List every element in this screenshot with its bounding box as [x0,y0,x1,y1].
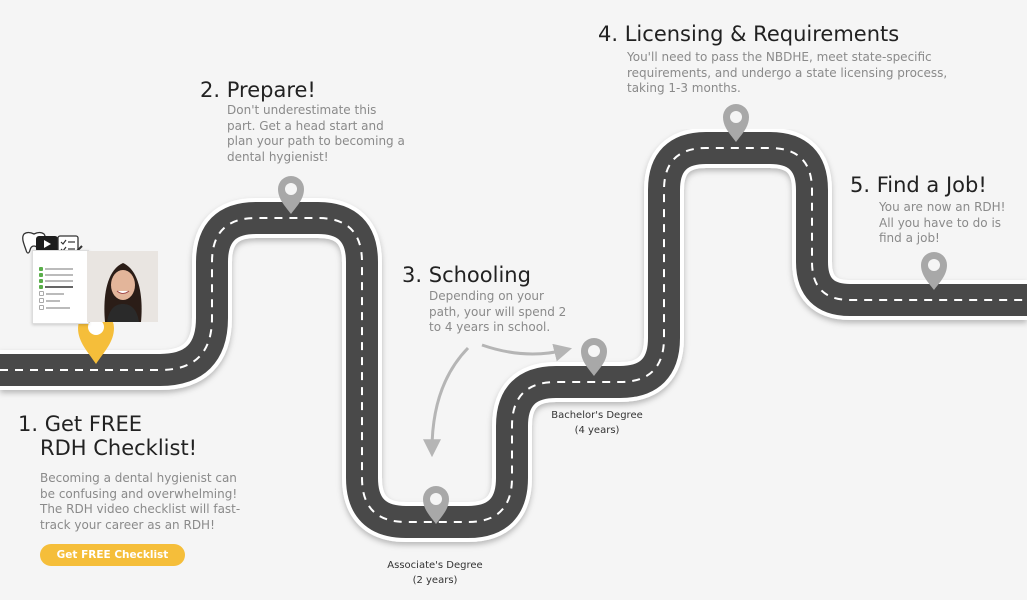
curved-arrow-icon [481,343,572,362]
step-1-title-line2: RDH Checklist! [40,436,197,460]
curved-arrow-icon [423,346,470,458]
step-title-line: Get FREE [44,412,143,436]
step-4-description: You'll need to pass the NBDHE, meet stat… [627,50,948,95]
location-pin-icon [423,486,449,524]
location-pin-icon [581,338,607,376]
degree-name: Bachelor's Degree [551,410,643,421]
step-3-title: 3. Schooling [402,263,531,287]
step-number: 3. [402,263,423,287]
step-4-title: 4. Licensing & Requirements [598,22,899,46]
location-pin-icon [723,104,749,142]
degree-name: Associate's Degree [387,560,483,571]
location-pin-icon [921,252,947,290]
step-number: 2. [200,78,221,102]
bachelors-degree-label: Bachelor's Degree (4 years) [532,408,662,438]
checklist-preview-card [32,250,89,324]
step-3-description: Depending on your path, your will spend … [429,289,567,334]
road-path [0,128,1027,542]
location-pin-icon [278,176,304,214]
step-title-text: Schooling [428,263,531,287]
degree-duration: (2 years) [412,575,458,586]
get-free-checklist-button[interactable]: Get FREE Checklist [40,544,185,566]
step-number: 4. [598,22,619,46]
step-2-title: 2. Prepare! [200,78,316,102]
step-1-title: 1. Get FREE [18,412,142,436]
step-2-description: Don't underestimate this part. Get a hea… [227,103,405,164]
step-5-title: 5. Find a Job! [850,173,987,197]
step-number: 5. [850,173,871,197]
step-title-text: Prepare! [226,78,316,102]
step-1-description: Becoming a dental hygienist can be confu… [40,471,241,532]
video-play-icon [36,236,58,252]
step-5-description: You are now an RDH! All you have to do i… [879,200,1006,245]
step-number: 1. [18,412,39,436]
degree-duration: (4 years) [574,425,620,436]
associates-degree-label: Associate's Degree (2 years) [370,558,500,588]
step-title-line: RDH Checklist! [40,436,198,460]
presenter-photo [87,251,158,322]
step-title-text: Find a Job! [876,173,987,197]
step-title-text: Licensing & Requirements [624,22,900,46]
